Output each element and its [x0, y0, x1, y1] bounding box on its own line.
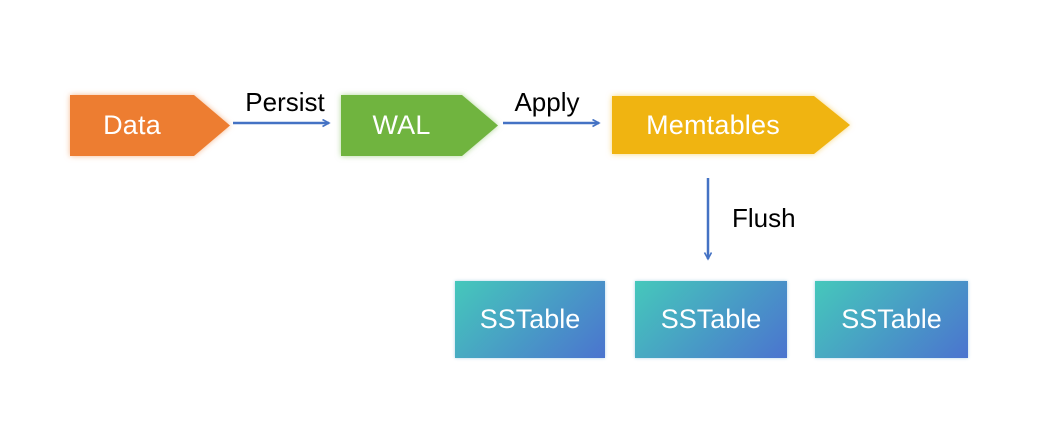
- edge-apply-label: Apply: [514, 87, 580, 117]
- node-memtables: Memtables: [612, 96, 850, 154]
- node-sstable-3-label: SSTable: [841, 304, 942, 334]
- node-sstable-3: SSTable: [815, 281, 968, 358]
- node-memtables-shape: Memtables: [612, 96, 850, 154]
- node-data-shape: Data: [70, 95, 230, 156]
- node-memtables-label: Memtables: [646, 109, 780, 140]
- edge-flush-label: Flush: [732, 203, 796, 233]
- node-wal-label: WAL: [372, 110, 431, 140]
- node-data: Data: [70, 95, 230, 156]
- node-wal: WAL: [341, 95, 498, 156]
- node-data-label: Data: [103, 110, 161, 140]
- node-sstable-2: SSTable: [635, 281, 787, 358]
- node-sstable-2-label: SSTable: [660, 304, 762, 334]
- edge-persist-label: Persist: [245, 87, 325, 117]
- node-sstable-1: SSTable: [455, 281, 605, 358]
- node-wal-shape: WAL: [341, 95, 498, 156]
- node-sstable-1-label: SSTable: [479, 304, 581, 334]
